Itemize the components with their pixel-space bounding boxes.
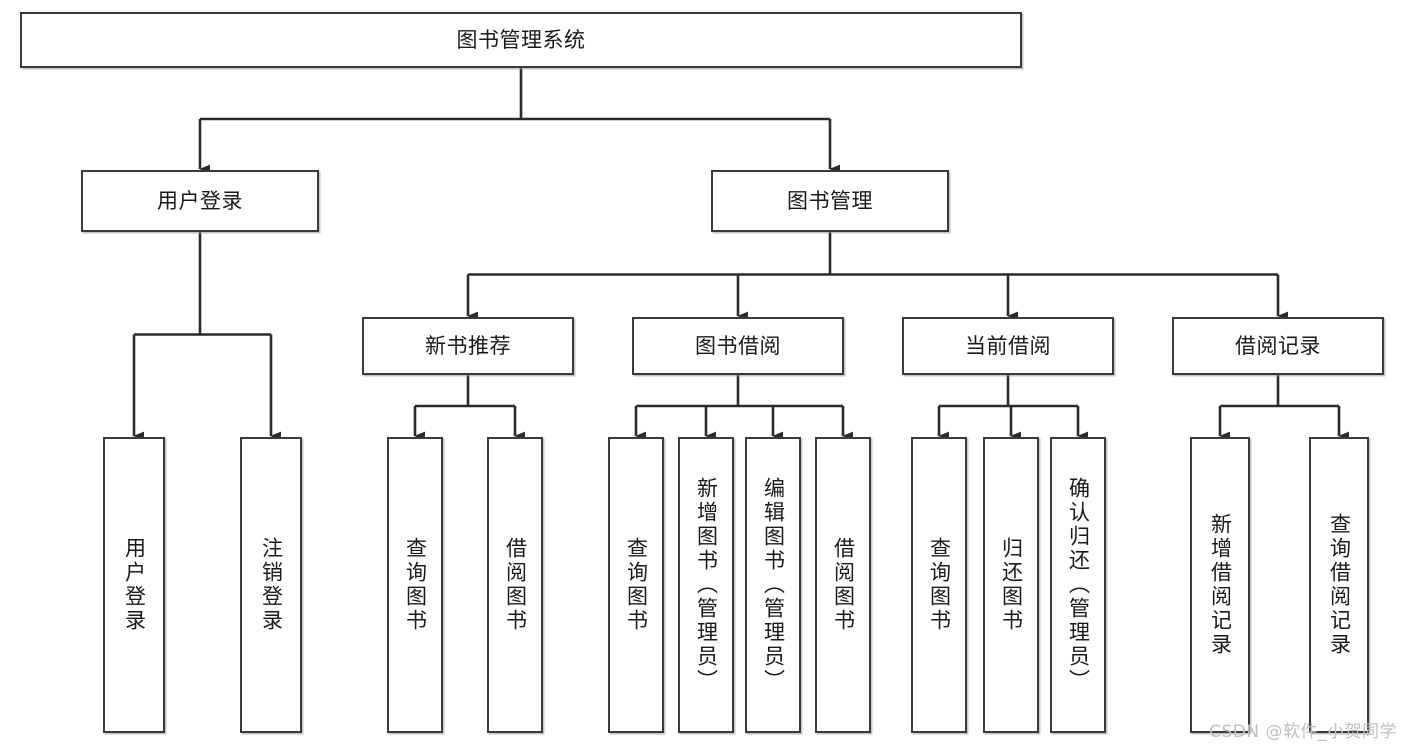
node-leaf-borrow-book-1[interactable]: 借阅图书 <box>487 437 543 733</box>
node-label-current-borrow: 当前借阅 <box>965 333 1051 358</box>
node-label-leaf-borrow-book-1: 借阅图书 <box>503 537 528 633</box>
node-label-leaf-return-book: 归还图书 <box>999 537 1024 633</box>
node-user-login[interactable]: 用户登录 <box>81 170 319 232</box>
node-label-book-borrow: 图书借阅 <box>695 333 781 358</box>
node-label-borrow-record: 借阅记录 <box>1235 333 1321 358</box>
node-label-leaf-edit-book: 编辑图书（管理员） <box>761 477 786 693</box>
node-label-new-book-rec: 新书推荐 <box>425 333 511 358</box>
node-leaf-query-book-3[interactable]: 查询图书 <box>911 437 967 733</box>
node-leaf-query-book-1[interactable]: 查询图书 <box>387 437 443 733</box>
node-leaf-query-book-2[interactable]: 查询图书 <box>608 437 664 733</box>
node-label-root: 图书管理系统 <box>456 27 586 52</box>
node-label-leaf-add-record: 新增借阅记录 <box>1208 513 1233 657</box>
node-label-leaf-user-logout: 注销登录 <box>259 537 284 633</box>
node-leaf-borrow-book-2[interactable]: 借阅图书 <box>815 437 871 733</box>
node-label-leaf-query-book-3: 查询图书 <box>927 537 952 633</box>
node-label-leaf-user-login: 用户登录 <box>122 537 147 633</box>
node-label-book-manage: 图书管理 <box>787 188 873 213</box>
node-leaf-return-book[interactable]: 归还图书 <box>983 437 1039 733</box>
watermark-text: CSDN @软件_小贺同学 <box>1209 722 1397 742</box>
node-leaf-confirm-return[interactable]: 确认归还（管理员） <box>1050 437 1106 733</box>
node-leaf-query-record[interactable]: 查询借阅记录 <box>1309 437 1369 733</box>
edge-group <box>132 68 1350 441</box>
node-label-leaf-query-book-2: 查询图书 <box>624 537 649 633</box>
node-leaf-add-record[interactable]: 新增借阅记录 <box>1190 437 1250 733</box>
node-book-manage[interactable]: 图书管理 <box>711 170 949 232</box>
node-label-leaf-add-book: 新增图书（管理员） <box>694 477 719 693</box>
node-leaf-user-logout[interactable]: 注销登录 <box>240 437 302 733</box>
node-label-user-login: 用户登录 <box>157 188 243 213</box>
node-label-leaf-borrow-book-2: 借阅图书 <box>831 537 856 633</box>
node-current-borrow[interactable]: 当前借阅 <box>902 317 1114 375</box>
node-leaf-user-login[interactable]: 用户登录 <box>103 437 165 733</box>
node-label-leaf-confirm-return: 确认归还（管理员） <box>1066 477 1091 693</box>
node-leaf-add-book[interactable]: 新增图书（管理员） <box>678 437 734 733</box>
node-leaf-edit-book[interactable]: 编辑图书（管理员） <box>745 437 801 733</box>
node-borrow-record[interactable]: 借阅记录 <box>1172 317 1384 375</box>
node-root[interactable]: 图书管理系统 <box>20 12 1022 68</box>
node-label-leaf-query-book-1: 查询图书 <box>403 537 428 633</box>
node-new-book-rec[interactable]: 新书推荐 <box>362 317 574 375</box>
node-label-leaf-query-record: 查询借阅记录 <box>1327 513 1352 657</box>
node-book-borrow[interactable]: 图书借阅 <box>632 317 844 375</box>
